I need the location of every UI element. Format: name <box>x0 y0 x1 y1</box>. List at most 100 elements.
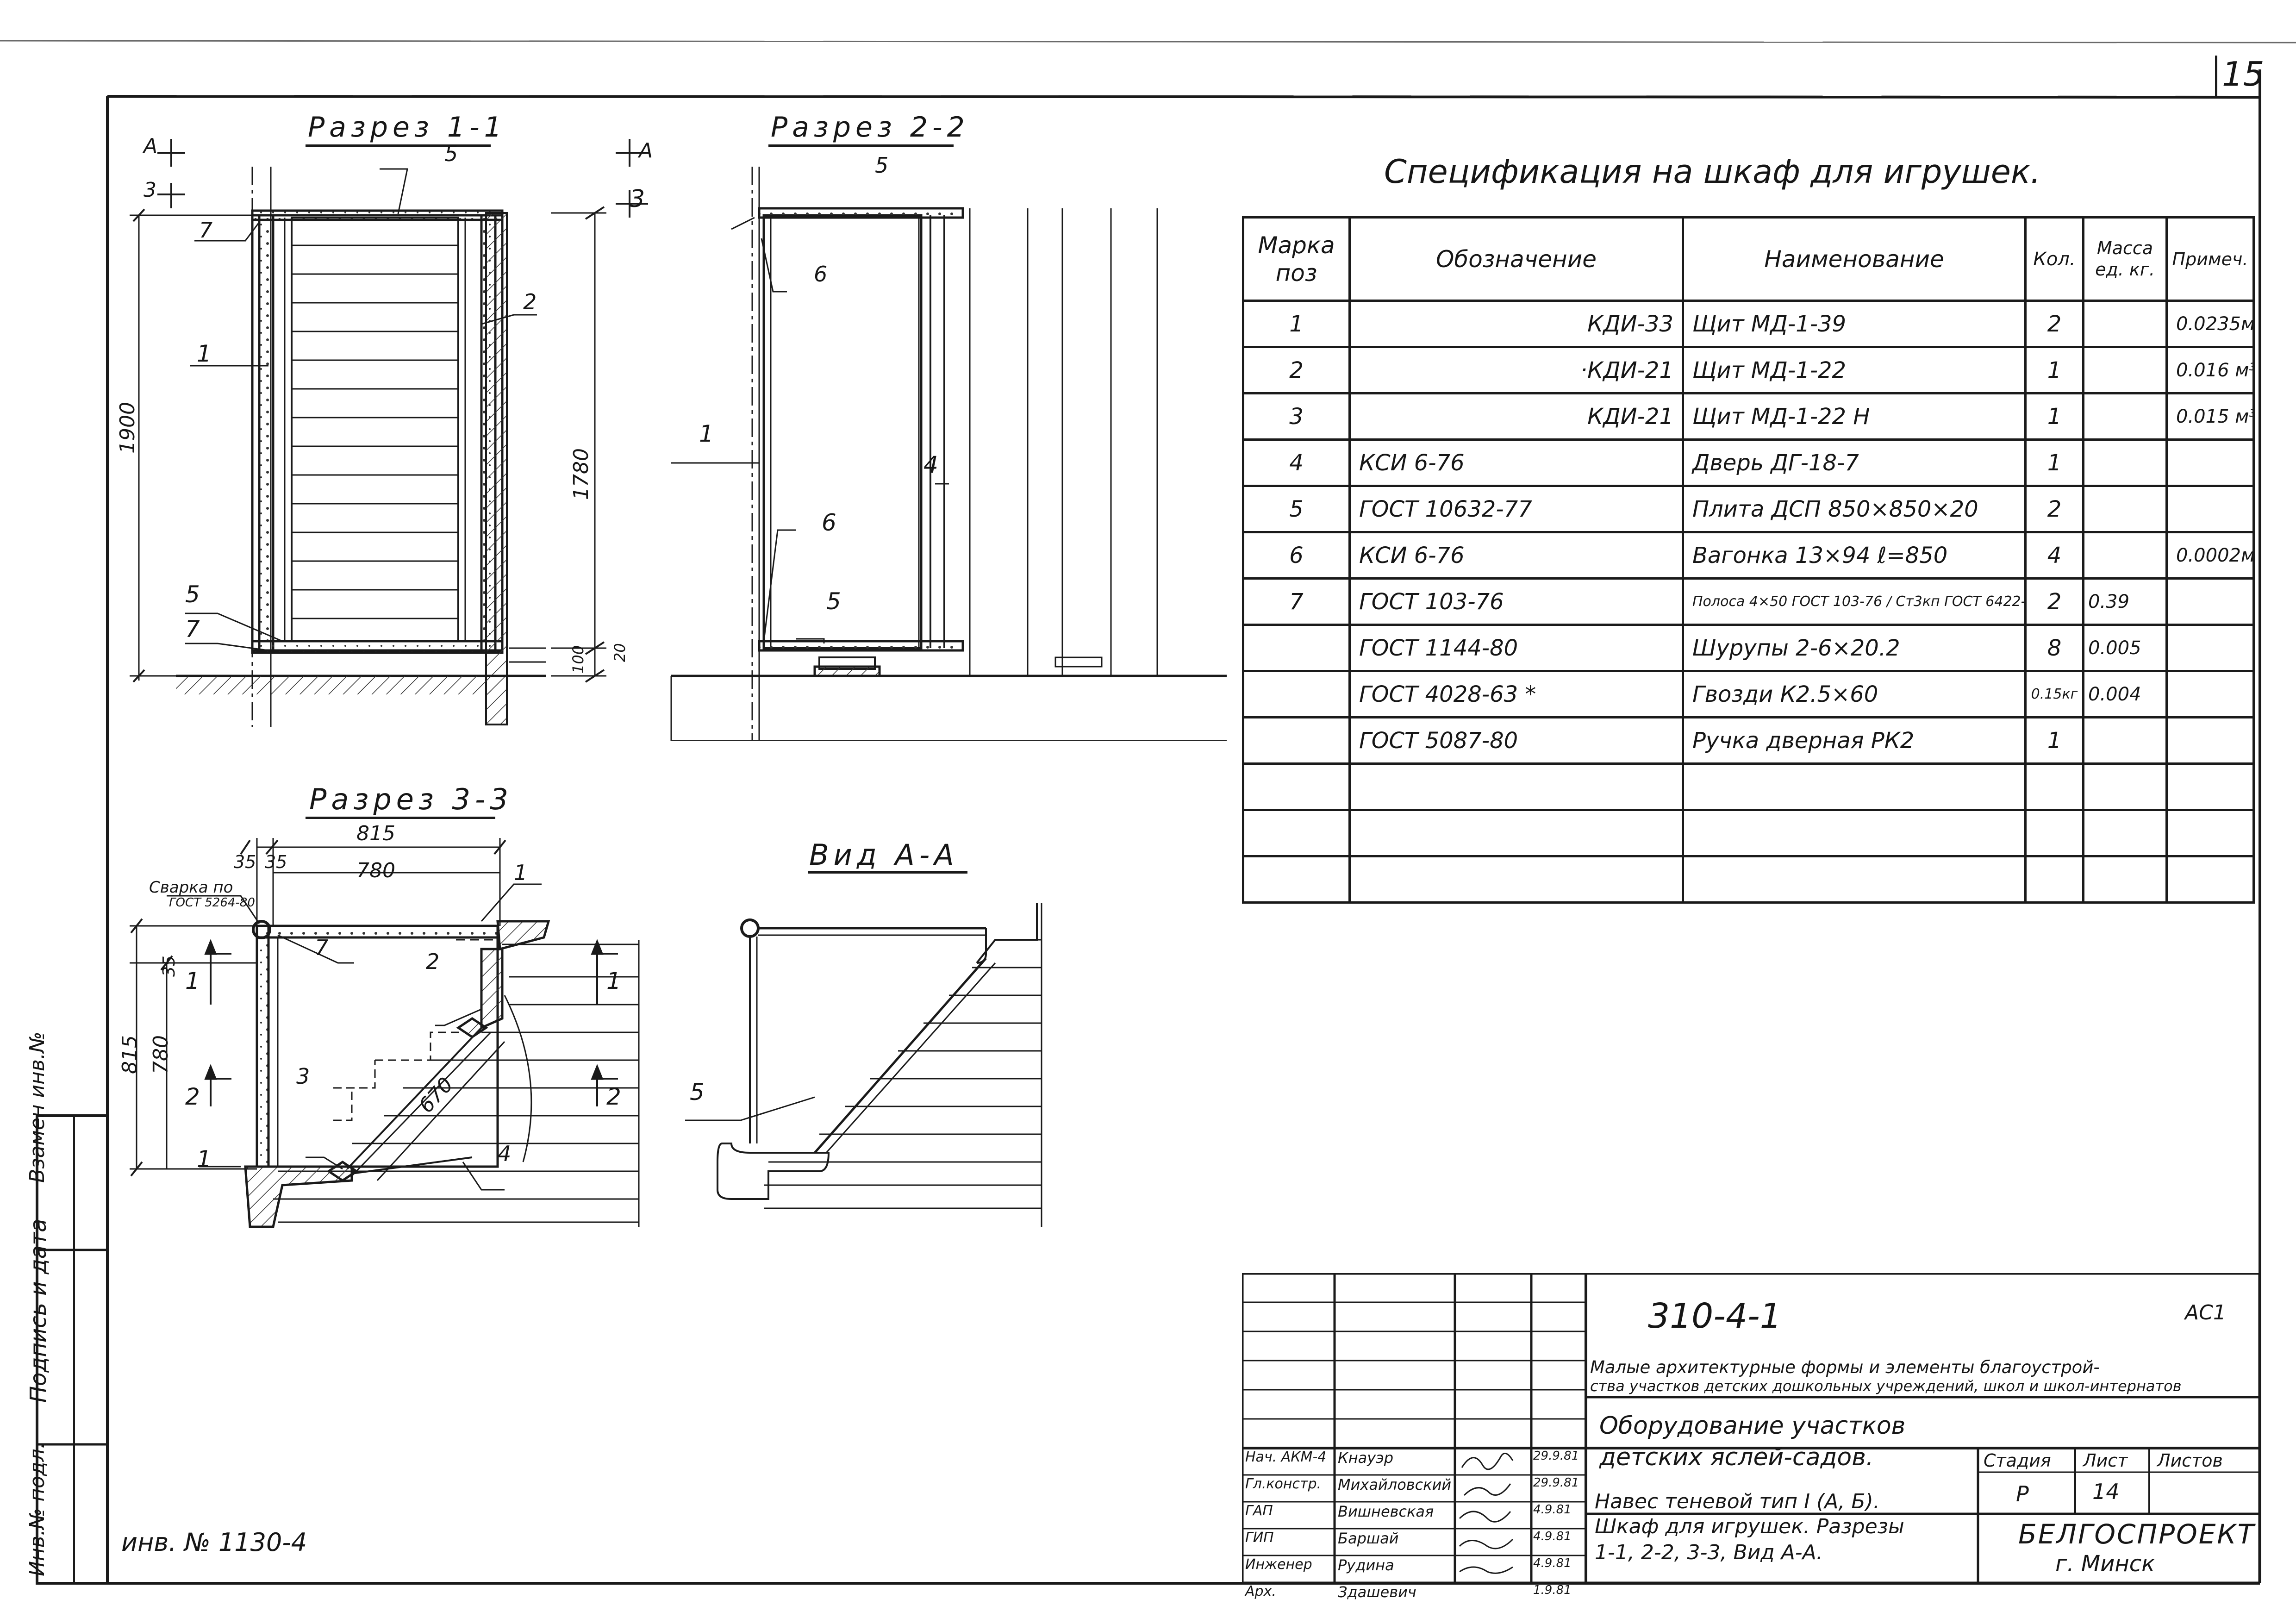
callout-1-s22: 1 <box>699 420 714 447</box>
stamp-drawing-line1: Навес теневой тип I (А, Б). <box>1595 1490 1880 1513</box>
spec-cell-note: 0.016 м³ <box>2165 346 2255 394</box>
section-3-3-drawing <box>130 838 640 1228</box>
spec-cell-pos: 5 <box>1242 485 1351 533</box>
section-3-3-underline <box>306 817 495 819</box>
spec-row <box>1242 762 2255 811</box>
title-block-grid <box>1242 1273 2260 1583</box>
spec-row <box>1242 809 2255 857</box>
spec-cell-mass: 0.004 <box>2082 670 2168 718</box>
cut-1-left: 1 <box>185 968 200 994</box>
spec-cell-qty: 2 <box>2024 577 2084 626</box>
spec-cell-note: 0.0002м³ <box>2165 531 2255 580</box>
stamp-person-name: Вишневская <box>1338 1503 1434 1520</box>
spec-cell-note: 0.015 м³ <box>2165 392 2255 441</box>
cut-mark-a-left: А <box>144 134 158 158</box>
spec-cell-note <box>2165 577 2255 626</box>
stamp-person-role: ГИП <box>1245 1530 1274 1546</box>
spec-cell-name: Дверь ДГ-18-7 <box>1682 438 2027 487</box>
spec-cell-qty: 2 <box>2024 485 2084 533</box>
spec-cell-qty <box>2024 855 2084 904</box>
spec-cell-note <box>2165 716 2255 765</box>
stamp-person-date: 1.9.81 <box>1533 1583 1572 1597</box>
stamp-drawing-line3: 1-1, 2-2, 3-3, Вид А-А. <box>1595 1541 1823 1564</box>
section-1-1-drawing <box>130 139 648 727</box>
section-3-3-title: Разрез 3-3 <box>309 782 513 816</box>
view-a-a-underline <box>808 871 967 874</box>
weld-note-line1: Сварка по <box>149 878 233 897</box>
spec-cell-mass <box>2082 762 2168 811</box>
spec-cell-mass <box>2082 531 2168 580</box>
stamp-person-date: 4.9.81 <box>1533 1530 1572 1543</box>
spec-cell-pos <box>1242 855 1351 904</box>
stamp-org-city: г. Минск <box>2055 1551 2155 1577</box>
spec-cell-designation: ГОСТ 5087-80 <box>1348 716 1684 765</box>
spec-cell-qty: 1 <box>2024 438 2084 487</box>
stamp-person-name: Кнауэр <box>1338 1449 1394 1467</box>
spec-cell-name <box>1682 809 2027 857</box>
section-2-2-drawing <box>670 167 1227 741</box>
inventory-number: инв. № 1130-4 <box>121 1528 307 1557</box>
spec-cell-pos: 2 <box>1242 346 1351 394</box>
spec-cell-designation <box>1348 762 1684 811</box>
spec-cell-name <box>1682 855 2027 904</box>
spec-cell-pos: 4 <box>1242 438 1351 487</box>
callout-5-bottom-s22: 5 <box>826 588 841 615</box>
dim-780-width: 780 <box>356 859 395 882</box>
spec-cell-mass <box>2082 716 2168 765</box>
spec-cell-mass <box>2082 485 2168 533</box>
spec-cell-designation <box>1348 809 1684 857</box>
spec-cell-mass <box>2082 438 2168 487</box>
spec-cell-designation: ГОСТ 103-76 <box>1348 577 1684 626</box>
spec-cell-note <box>2165 762 2255 811</box>
spec-cell-pos: 1 <box>1242 300 1351 348</box>
spec-cell-name: Щит МД-1-39 <box>1682 300 2027 348</box>
section-2-2-title: Разрез 2-2 <box>771 111 969 144</box>
stamp-person-name: Рудина <box>1338 1556 1394 1574</box>
spec-cell-name <box>1682 762 2027 811</box>
callout-7-top: 7 <box>199 218 213 243</box>
spec-cell-mass <box>2082 346 2168 394</box>
cut-mark-3-right: 3 <box>630 185 645 213</box>
spec-cell-name: Щит МД-1-22 <box>1682 346 2027 394</box>
section-1-1-underline <box>306 144 491 147</box>
spec-cell-name: Плита ДСП 850×850×20 <box>1682 485 2027 533</box>
callout-3-s33: 3 <box>296 1064 310 1089</box>
cut-1-right: 1 <box>606 968 621 994</box>
callout-6-top-s22: 6 <box>814 262 828 287</box>
spec-cell-note <box>2165 855 2255 904</box>
dim-1780: 1780 <box>569 448 593 500</box>
callout-5-vaa: 5 <box>690 1079 705 1106</box>
spec-cell-qty: 0.15кг <box>2024 670 2084 718</box>
spec-cell-name: Щит МД-1-22 Н <box>1682 392 2027 441</box>
callout-5-s22: 5 <box>875 153 889 178</box>
callout-4-s33: 4 <box>498 1141 512 1166</box>
spec-cell-note: 0.0235м³ <box>2165 300 2255 348</box>
callout-1-s33-bottom: 1 <box>197 1146 212 1173</box>
header-qty: Кол. <box>2024 216 2084 302</box>
dim-20: 20 <box>611 643 629 662</box>
spec-header-row: Марка поз Обозначение Наименование Кол. … <box>1242 216 2255 302</box>
dim-35-b: 35 <box>265 852 287 872</box>
stamp-sheet-mark: АС1 <box>2185 1301 2226 1324</box>
stamp-person-role: Нач. АКМ-4 <box>1245 1449 1327 1465</box>
stamp-sheet-label: Лист <box>2083 1450 2128 1471</box>
spec-cell-designation <box>1348 855 1684 904</box>
spec-cell-mass <box>2082 855 2168 904</box>
spec-cell-designation: КДИ-33 <box>1348 300 1684 348</box>
stamp-stage-label: Стадия <box>1984 1450 2051 1471</box>
dim-815-height: 815 <box>118 1035 142 1074</box>
spec-row <box>1242 855 2255 904</box>
dim-815-width: 815 <box>356 822 395 845</box>
header-note: Примеч. <box>2165 216 2255 302</box>
stamp-project-line1: Малые архитектурные формы и элементы бла… <box>1590 1357 2100 1377</box>
stamp-person-name: Михайловский <box>1338 1476 1452 1493</box>
